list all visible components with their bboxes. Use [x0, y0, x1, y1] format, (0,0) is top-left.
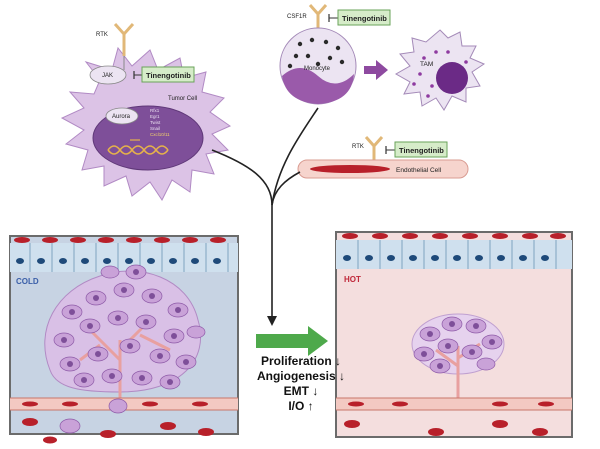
monocyte-label: Monocyte [304, 66, 331, 72]
outcome-proliferation: Proliferation ↓ [260, 354, 341, 368]
tinengotinib-box-tumor [141, 66, 195, 83]
monocyte-nucleus [282, 68, 354, 104]
cold-vessel-branches [79, 318, 171, 398]
endothelial-panel: RTK Tinengotinib Endothelial Cell [297, 136, 469, 179]
tumor-cell-label: Tumor Cell [168, 96, 197, 102]
hot-panel: HOT [335, 231, 573, 438]
aurora-node [105, 107, 139, 125]
endothelial-cell-label: Endothelial Cell [396, 167, 442, 174]
csf1r-label: CSF1R [287, 14, 307, 20]
hot-red-blood-cells [344, 420, 548, 436]
cold-escaping-cells [59, 398, 128, 434]
tam-nucleus [436, 62, 468, 94]
outcome-emt: EMT ↓ [283, 384, 319, 398]
rtk-receptor-endothelial [364, 136, 384, 162]
cold-red-blood-cells [22, 418, 214, 444]
monocyte-panel: CSF1R Tinengotinib Monocyte TAM [279, 4, 486, 111]
tinengotinib-box-endothelial [394, 141, 448, 158]
hot-tumor-mass [411, 313, 505, 398]
cold-epithelium [10, 237, 238, 272]
tinengotinib-label-monocyte: Tinengotinib [342, 14, 387, 23]
hot-tumor-nuclei [421, 321, 495, 369]
tinengotinib-label-endothelial: Tinengotinib [399, 146, 444, 155]
csf1r-receptor [308, 4, 328, 30]
convergence-lines [211, 107, 319, 318]
gene-item: Cxcl10/11 [150, 132, 170, 137]
rtk-label: RTK [96, 32, 108, 38]
cold-tumor-nuclei [61, 269, 189, 385]
gene-item: Egr1 [150, 114, 160, 119]
cold-tumor-mass [44, 264, 206, 398]
monocyte-granules [287, 37, 345, 69]
outcome-list: Proliferation ↓ Angiogenesis ↓ EMT ↓ I/O… [236, 354, 366, 414]
dna-helix [107, 145, 169, 155]
hot-vessel [336, 397, 572, 411]
green-transition-arrow [256, 326, 328, 356]
cold-label: COLD [16, 277, 39, 286]
gene-item: Snail [150, 126, 160, 131]
hot-epithelium [336, 233, 572, 269]
aurora-label: Aurora [112, 114, 131, 120]
down-arrowhead [267, 316, 277, 326]
outcome-io: I/O ↑ [288, 399, 314, 413]
tinengotinib-label-tumor: Tinengotinib [146, 71, 191, 80]
outcome-angiogenesis: Angiogenesis ↓ [256, 369, 345, 383]
gene-list: Rfx1 Egr1 Twist Snail Cxcl10/11 [150, 108, 170, 137]
gene-item: Rfx1 [150, 108, 160, 113]
jak-label: JAK [102, 73, 113, 79]
rtk-receptor [113, 22, 135, 70]
gene-item: Twist [150, 120, 161, 125]
rtk-label-endothelial: RTK [352, 144, 364, 150]
tam-granules [412, 50, 468, 98]
tumor-cell: RTK JAK Tinengotinib Aurora Tumor Cell R… [60, 22, 232, 201]
cold-panel: COLD [9, 235, 239, 444]
hot-label: HOT [344, 275, 361, 284]
tinengotinib-box-monocyte [337, 9, 391, 26]
jak-node [89, 65, 127, 85]
differentiation-arrow [364, 60, 388, 80]
tam-label: TAM [420, 61, 433, 68]
